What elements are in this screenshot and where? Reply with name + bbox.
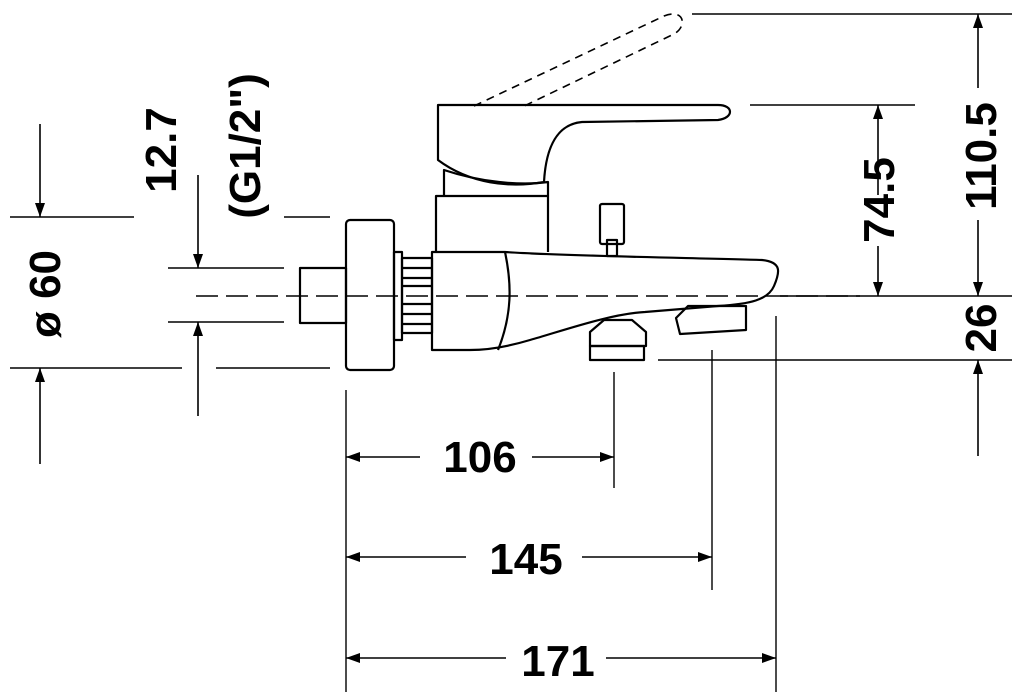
- diverter-knob: [598, 202, 626, 246]
- spout-body: [430, 250, 780, 352]
- extension-lines: [10, 13, 1012, 692]
- faucet-outline: [298, 103, 780, 372]
- label-width-171: 171: [521, 637, 594, 686]
- lever-open-position: [473, 13, 684, 109]
- label-thread: (G1/2"): [221, 73, 270, 219]
- dimension-arrows: [35, 14, 983, 663]
- lever-handle: [436, 103, 732, 186]
- cartridge-column: [434, 194, 550, 252]
- label-bottom-height: 26: [957, 304, 1006, 353]
- label-width-106: 106: [443, 433, 516, 482]
- label-diameter: ø 60: [21, 250, 70, 338]
- wall-rosette: [344, 218, 396, 372]
- diverter-stem: [605, 238, 619, 258]
- shower-outlet: [674, 304, 748, 336]
- aerator: [588, 318, 648, 348]
- aerator-tip: [588, 344, 646, 362]
- label-outlet-height: 74.5: [855, 157, 904, 243]
- body-front-face: [496, 251, 511, 351]
- label-offset: 12.7: [137, 107, 186, 193]
- label-width-145: 145: [489, 535, 562, 584]
- label-total-height: 110.5: [957, 102, 1006, 210]
